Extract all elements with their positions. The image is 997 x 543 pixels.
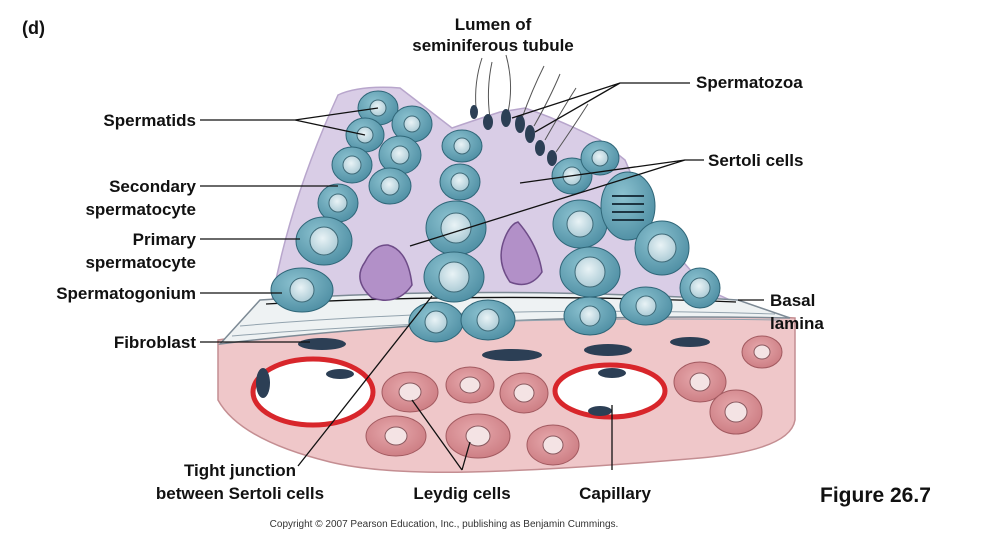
leader-spermatozoa [511,82,690,133]
copyright-notice: Copyright © 2007 Pearson Education, Inc.… [270,519,619,530]
nucleus [309,226,339,256]
leydig-nucleus [542,435,564,455]
label-secondary: Secondary [109,177,196,196]
capillary-vessel [552,362,668,420]
leydig-nucleus [398,382,422,402]
sertoli-cell [359,244,413,301]
fibroblast-cell [482,349,542,361]
nucleus [328,193,348,213]
fibroblast-cell [584,344,632,356]
leydig-nucleus [459,376,481,394]
label-spermatogonium: Spermatogonium [56,284,196,303]
nucleus [342,155,362,175]
label-spermatozoa: Spermatozoa [696,73,803,92]
leydig-nucleus [689,372,711,392]
panel-letter: (d) [22,18,45,38]
leydig-nucleus [384,426,408,446]
sperm-tail [487,61,493,119]
nucleus [424,310,448,334]
nucleus [440,212,472,244]
fibroblast-cell [298,338,346,350]
leader-leydig [411,399,471,471]
capillary-endothelial-cell [256,368,270,398]
leydig-nucleus [753,344,771,360]
leader-tight-junction [297,295,433,467]
label-primary-line2: spermatocyte [85,253,196,272]
capillary-vessel [250,356,376,428]
label-leydig: Leydig cells [413,484,510,503]
sperm-tail [475,57,483,109]
leydig-nucleus [465,425,491,447]
nucleus [591,149,609,167]
label-primary: Primary [133,230,197,249]
metaphase-chromosomes [612,195,644,221]
sperm-head [547,150,557,166]
capillary-endothelial-cell [326,369,354,379]
nucleus [289,277,315,303]
sperm-tail [521,65,545,119]
label-sertoli: Sertoli cells [708,151,803,170]
sertoli-cell [500,221,543,286]
label-capillary: Capillary [579,484,651,503]
figure-number: Figure 26.7 [820,484,931,507]
sperm-head [535,140,545,156]
nucleus [689,277,711,299]
nucleus [380,176,400,196]
fibroblast-cell [670,337,710,347]
nucleus [390,145,410,165]
dividing-spermatocyte [600,171,656,241]
leader-lines [200,82,764,471]
nucleus [450,172,470,192]
leydig-nucleus [513,383,535,403]
leydig-nucleus [724,401,748,423]
label-tight-junction: Tight junction [184,461,296,480]
capillary-endothelial-cell [598,368,626,378]
leader-spermatids [200,107,379,136]
nucleus [403,115,421,133]
capillary-endothelial-cell [588,406,612,416]
label-tight-junction-line2: between Sertoli cells [156,484,324,503]
nucleus [647,233,677,263]
sperm-tail [555,103,589,153]
nucleus [574,256,606,288]
sperm-tail [533,73,561,127]
sperm-head [525,125,535,143]
nucleus [453,137,471,155]
label-basal: Basal [770,291,815,310]
nucleus [476,308,500,332]
label-fibroblast: Fibroblast [114,333,197,352]
sperm-head [483,114,493,130]
label-lumen-line2: seminiferous tubule [412,36,574,55]
nucleus [579,305,601,327]
leydig-cell-group [365,335,783,466]
label-spermatids: Spermatids [103,111,196,130]
sperm-tail [505,54,512,113]
nucleus [566,210,594,238]
label-secondary-line2: spermatocyte [85,200,196,219]
leader-sertoli [409,159,704,247]
label-basal-line2: lamina [770,314,824,333]
nucleus [438,261,470,293]
label-lumen: Lumen of [455,15,532,34]
sperm-head [470,105,478,119]
sperm-tail [544,87,577,141]
spermatozoa-group [470,54,589,166]
sperm-head [515,115,525,133]
germ-nuclei [289,99,711,334]
nucleus [635,295,657,317]
sperm-head [501,109,511,127]
